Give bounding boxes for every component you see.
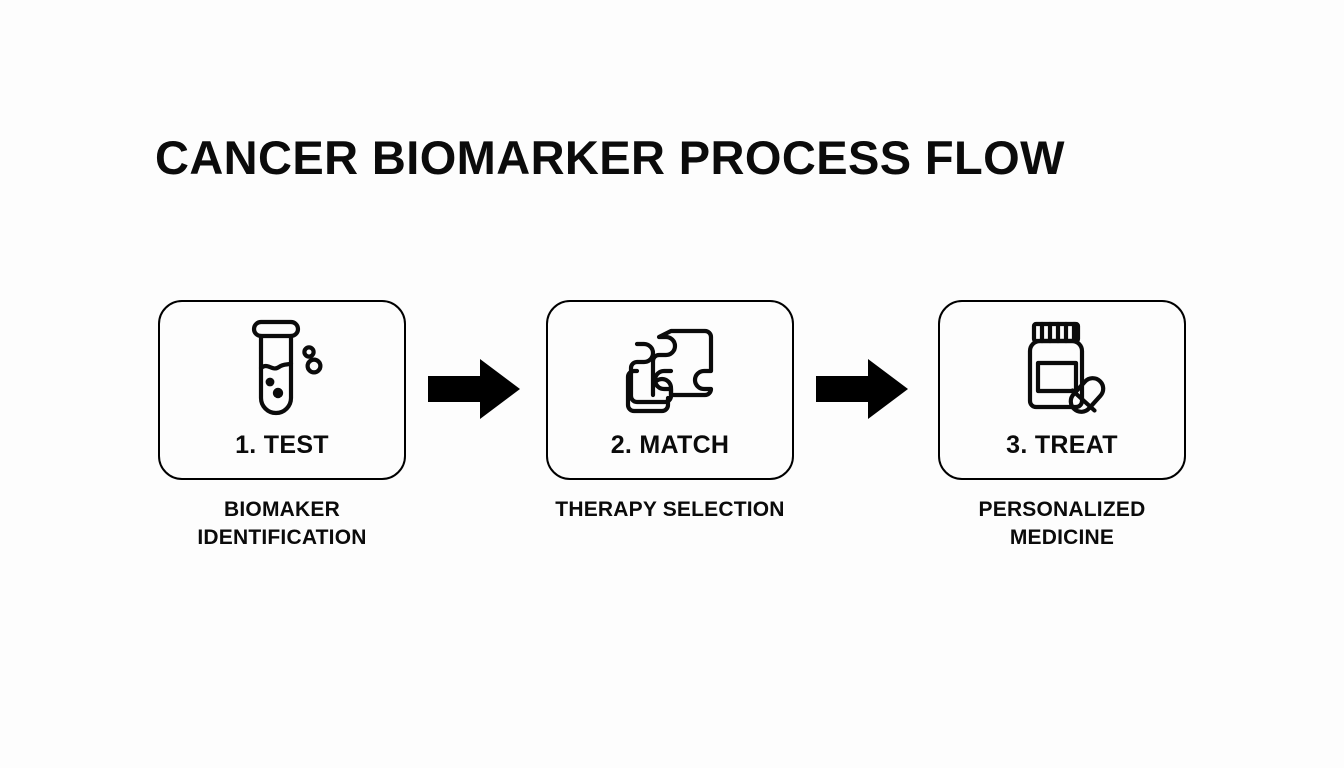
caption-line: IDENTIFICATION — [197, 525, 367, 549]
step-card-label: 3. TREAT — [1006, 431, 1118, 459]
step-card-match[interactable]: 2. MATCH — [546, 300, 794, 480]
step-caption-test: BIOMAKER IDENTIFICATION — [158, 496, 406, 551]
puzzle-pieces-icon — [548, 316, 792, 420]
process-step-match[interactable]: 2. MATCH THERAPY SELECTION — [546, 300, 794, 521]
process-step-test[interactable]: 1. TEST BIOMAKER IDENTIFICATION — [158, 300, 406, 549]
arrow-right-icon — [816, 358, 908, 425]
page-title: CANCER BIOMARKER PROCESS FLOW — [155, 131, 1065, 184]
caption-line: MEDICINE — [1009, 525, 1115, 549]
arrow-right-icon — [428, 358, 520, 425]
step-caption-match: THERAPY SELECTION — [546, 496, 794, 524]
process-step-treat[interactable]: 3. TREAT PERSONALIZED MEDICINE — [938, 300, 1186, 549]
step-card-test[interactable]: 1. TEST — [158, 300, 406, 480]
test-tube-icon — [160, 316, 404, 420]
caption-line: BIOMAKER — [224, 498, 340, 521]
caption-line: THERAPY SELECTION — [555, 498, 785, 521]
step-caption-treat: PERSONALIZED MEDICINE — [938, 496, 1186, 551]
step-card-label: 1. TEST — [235, 431, 329, 459]
step-card-treat[interactable]: 3. TREAT — [938, 300, 1186, 480]
step-card-label: 2. MATCH — [610, 431, 730, 459]
caption-line: PERSONALIZED — [978, 498, 1146, 521]
pill-bottle-icon — [940, 316, 1184, 420]
